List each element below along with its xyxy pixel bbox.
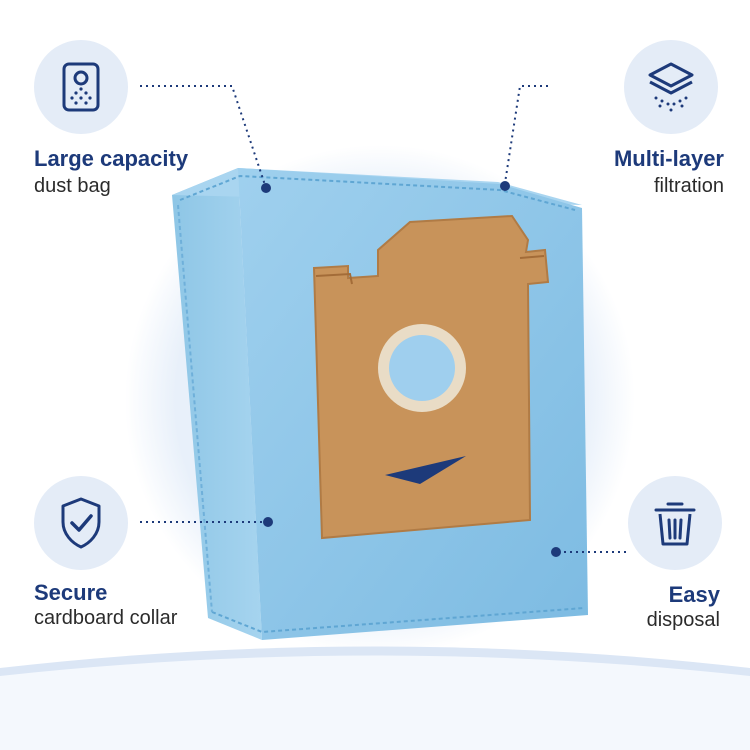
collar-arrow <box>385 456 466 484</box>
layers-icon-badge <box>624 40 718 134</box>
feature-subtitle-disposal: disposal <box>646 609 720 631</box>
shield-check-icon-badge <box>34 476 128 570</box>
feature-title-large-capacity: Large capacity <box>34 146 189 171</box>
bag-left-side <box>172 168 262 640</box>
dust-bag-icon <box>62 62 100 112</box>
feature-title-secure: Secure <box>34 580 108 605</box>
leader-lines <box>140 85 628 553</box>
feature-subtitle-cardboard-collar: cardboard collar <box>34 607 178 629</box>
collar-hole <box>389 335 455 401</box>
feature-title-easy: Easy <box>668 582 720 607</box>
feature-subtitle-filtration: filtration <box>653 175 724 197</box>
trash-can-icon-badge <box>628 476 722 570</box>
dust-bag-icon-badge <box>34 40 128 134</box>
shield-check-icon <box>61 497 101 549</box>
layers-icon <box>648 62 694 112</box>
feature-title-multi-layer: Multi-layer <box>613 146 724 171</box>
trash-can-icon <box>654 502 696 546</box>
feature-subtitle-dust-bag: dust bag <box>34 175 111 197</box>
